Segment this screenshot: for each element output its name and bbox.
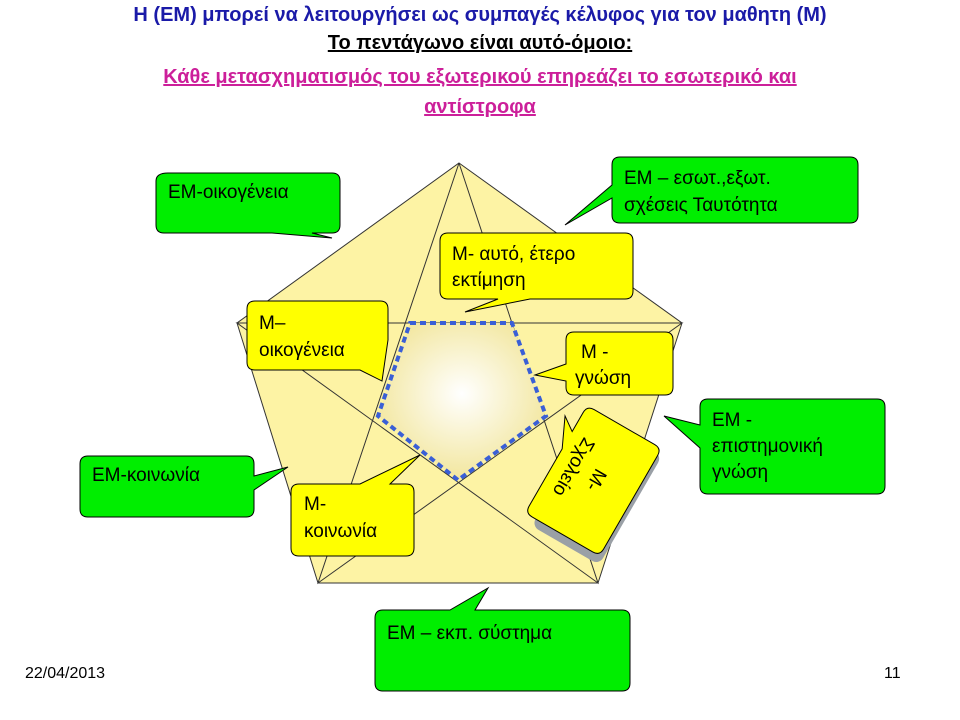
m-self-label-1: Μ- αυτό, έτερο [452, 244, 576, 265]
callout-m-family [246, 300, 389, 382]
callout-em-system [374, 586, 631, 692]
m-knowledge-label-2: γνώση [575, 368, 632, 389]
callout-em-society [79, 455, 289, 518]
callout-m-society [290, 454, 421, 557]
em-knowledge-label-1: ΕΜ - [712, 410, 753, 431]
em-relations-label-2: σχέσεις Ταυτότητα [624, 195, 778, 216]
callout-em-relations [564, 156, 859, 226]
slide-subtitle: Το πεντάγωνο είναι αυτό-όμοιο: [327, 32, 633, 54]
m-self-label-2: εκτίμηση [452, 270, 526, 291]
em-relations-label-1: ΕΜ – εσωτ.,εξωτ. [624, 168, 771, 189]
callout-m-self [439, 232, 634, 313]
slide-statement-line2: αντίστροφα [424, 96, 536, 118]
em-knowledge-label-3: γνώση [712, 462, 769, 483]
callout-em-family [155, 172, 341, 239]
slide-statement-line1: Κάθε μετασχηματισμός του εξωτερικού επηρ… [163, 66, 797, 88]
m-family-label-2: οικογένεια [259, 340, 345, 361]
callout-em-knowledge [663, 398, 886, 495]
m-society-label-2: κοινωνία [304, 521, 378, 542]
em-system-label: ΕΜ – εκπ. σύστημα [387, 623, 553, 644]
em-family-label: ΕΜ-οικογένεια [168, 182, 289, 203]
inner-pentagon [375, 321, 549, 483]
callout-m-knowledge [533, 331, 674, 396]
em-society-label: ΕΜ-κοινωνία [92, 465, 200, 486]
slide-date: 22/04/2013 [25, 665, 106, 682]
m-family-label-1: Μ– [259, 313, 286, 334]
slide-title: Η (ΕΜ) μπορεί να λειτουργήσει ως συμπαγέ… [133, 4, 827, 26]
callout-m-school-group [527, 407, 660, 562]
m-society-label-1: Μ- [304, 494, 327, 515]
slide-page-number: 11 [884, 665, 901, 682]
m-knowledge-label-1: Μ - [581, 342, 609, 363]
callout-m-school [527, 407, 660, 554]
slide-statement: Κάθε μετασχηματισμός του εξωτερικού επηρ… [0, 62, 960, 122]
em-knowledge-label-2: επιστημονική [712, 436, 823, 457]
